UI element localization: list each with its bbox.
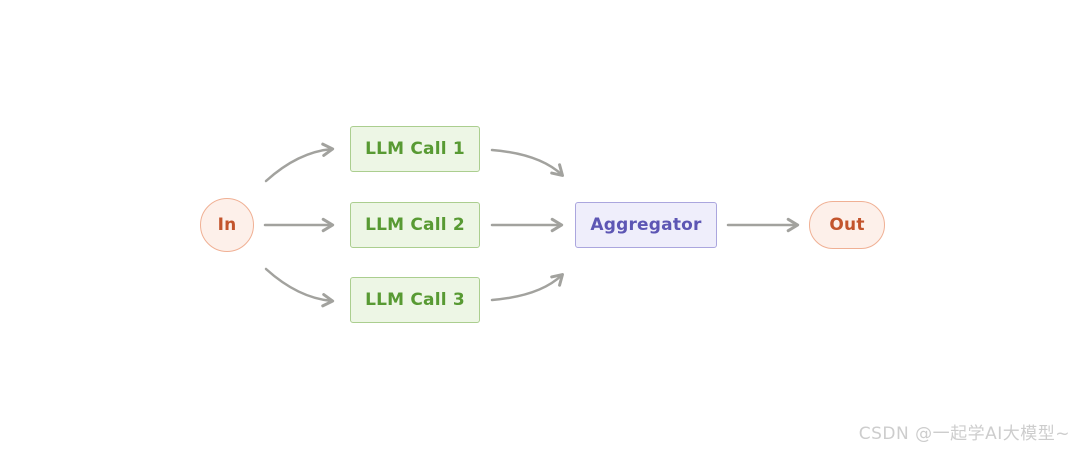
out-node-label: Out (829, 215, 865, 235)
arrow-llm-call-3-to-aggregator (490, 273, 564, 302)
llm-call-2-label: LLM Call 2 (365, 215, 465, 235)
arrow-in-to-llm-call-3 (264, 267, 335, 308)
llm-call-3-label: LLM Call 3 (365, 290, 465, 310)
arrow-in-to-llm-call-1 (264, 142, 335, 183)
aggregator-label: Aggregator (590, 215, 702, 235)
llm-call-2-node: LLM Call 2 (350, 202, 480, 248)
llm-call-1-node: LLM Call 1 (350, 126, 480, 172)
llm-call-3-node: LLM Call 3 (350, 277, 480, 323)
watermark-text: CSDN @一起学AI大模型~ (858, 424, 1070, 444)
in-node: In (200, 198, 254, 252)
aggregator-node: Aggregator (575, 202, 717, 248)
arrow-llm-call-1-to-aggregator (490, 148, 564, 177)
llm-call-1-label: LLM Call 1 (365, 139, 465, 159)
in-node-label: In (217, 215, 237, 235)
out-node: Out (809, 201, 885, 249)
